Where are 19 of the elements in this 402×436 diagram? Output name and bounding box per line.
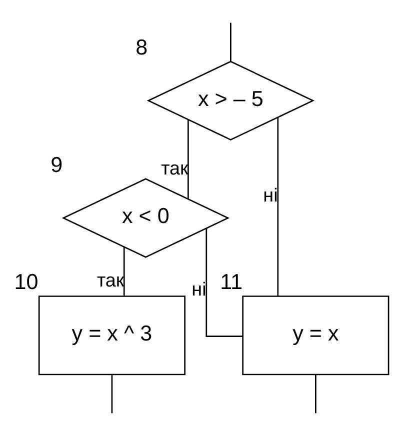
connector bbox=[230, 22, 232, 62]
edge-label: ні bbox=[263, 186, 278, 207]
node-label: 8 bbox=[136, 34, 148, 60]
node-box: y = x bbox=[242, 296, 390, 376]
node-diamond: x < 0 bbox=[62, 178, 230, 258]
node-label: 11 bbox=[220, 269, 243, 294]
connector bbox=[111, 374, 113, 414]
connector bbox=[188, 120, 189, 199]
connector bbox=[315, 374, 316, 414]
edge-label: ні bbox=[192, 279, 206, 300]
node-label: 10 bbox=[14, 269, 38, 294]
edge-label: так bbox=[161, 158, 188, 180]
connector bbox=[123, 247, 125, 296]
node-diamond: x > – 5 bbox=[146, 60, 315, 140]
connector bbox=[206, 228, 243, 338]
node-label: 9 bbox=[50, 152, 63, 177]
edge-label: так bbox=[97, 270, 124, 292]
connector bbox=[277, 118, 279, 296]
node-box: y = x ^ 3 bbox=[38, 296, 186, 376]
